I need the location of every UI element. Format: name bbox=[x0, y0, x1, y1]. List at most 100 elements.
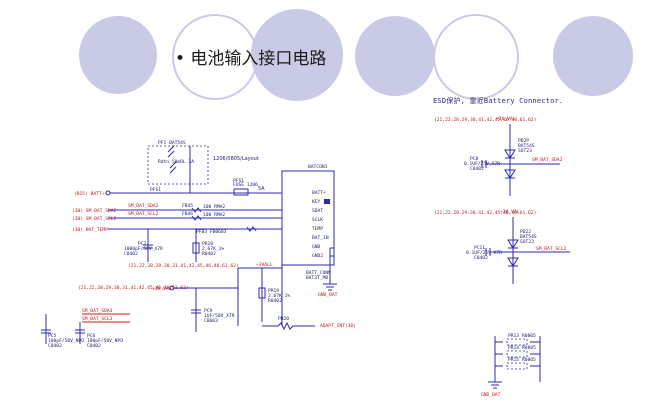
bat-temp-net: (30) BAT_TEMP bbox=[72, 227, 108, 233]
esd-top-net: SM_BAT_SDA2 bbox=[532, 157, 563, 163]
smb-scl-label: SM_BAT_SCL2 bbox=[128, 211, 159, 217]
c3-pkg: C0402 bbox=[48, 343, 62, 349]
layout-note: 1206/0805/Layout bbox=[213, 156, 259, 162]
d2-ref: PD22 bbox=[520, 229, 531, 235]
ferrite3: PFB3 FB0603 bbox=[196, 229, 227, 235]
r3-pkg: R0402 bbox=[202, 251, 216, 257]
battplus-net: (B15) BATT+ bbox=[74, 191, 105, 197]
pr19-symbol bbox=[258, 287, 266, 299]
rn1-ref: PR13 bbox=[508, 333, 519, 339]
fuse-note: FUSE 1206 bbox=[233, 182, 258, 188]
gnd-wire bbox=[329, 247, 334, 284]
mosfet-symbols bbox=[167, 145, 177, 174]
esd-mid-net: SM_BAT_SCL2 bbox=[536, 246, 567, 252]
smbat-sda3: SM_BAT_SDA3 bbox=[82, 308, 113, 314]
decorative-circle-2 bbox=[251, 9, 343, 101]
esd-top-diodes bbox=[504, 149, 516, 179]
d1-pkg: SOT23 bbox=[518, 148, 532, 154]
c2-ref: PC9 bbox=[204, 308, 213, 314]
pr20-symbol bbox=[262, 321, 315, 331]
esd-top-nets: (21,22,28,29,30,41,42,45,46,48,61,62) bbox=[434, 117, 536, 123]
esd-note: ESD保护, 靠近Battery Connector. bbox=[433, 97, 564, 105]
r2-label: 100 RMA2 bbox=[203, 212, 225, 218]
r5-ref: PR20 bbox=[278, 316, 289, 322]
pfs-top-label: PF1 BAT54S bbox=[158, 140, 186, 146]
pc7-symbol bbox=[143, 244, 153, 249]
d2-pkg: SOT23 bbox=[520, 239, 534, 245]
ferrite1: FB45 bbox=[182, 203, 193, 209]
c2-val: 1UF/50V_X7R bbox=[204, 313, 235, 319]
pc9-symbol bbox=[191, 309, 201, 314]
battery-connector bbox=[281, 170, 335, 266]
rn1-val: R0805 bbox=[522, 333, 536, 339]
decorative-circle-1 bbox=[79, 16, 157, 94]
ferrite2: FB46 bbox=[182, 211, 193, 217]
conn-pin-2: KEY bbox=[312, 199, 321, 205]
esd-mid-nets: (21,22,28,29,30,41,42,45,46,48,61,62) bbox=[434, 210, 536, 216]
pc11-symbol bbox=[485, 248, 491, 256]
r1-label: 100 RMA2 bbox=[203, 204, 225, 210]
esd-mid-diodes bbox=[507, 239, 519, 267]
conn-pin-5: TEMP bbox=[312, 226, 323, 232]
c2-pkg: C0603 bbox=[204, 318, 218, 324]
c3-ref: PC5 bbox=[48, 333, 57, 339]
c6-pkg: C0402 bbox=[474, 255, 488, 261]
c4-val: 100pF/50V_NPO bbox=[87, 338, 123, 344]
connector-footnote: BATT_CONN bbox=[306, 270, 331, 276]
r4-pkg: R0402 bbox=[268, 298, 282, 304]
connector-key-mark bbox=[324, 199, 330, 204]
conn-pin-8: GND2 bbox=[312, 253, 323, 259]
v3al-left-label: +3V_VAL bbox=[152, 286, 172, 292]
d2-val: BAT54S bbox=[520, 234, 537, 240]
rn3-ref: PR15 bbox=[508, 357, 519, 363]
ferrite1-symbol bbox=[191, 207, 202, 213]
mid-nets: (21,22,28,29,30,31,41,42,45,46,48,61,62) bbox=[128, 263, 239, 269]
c5-ref: PC8 bbox=[470, 156, 479, 162]
lower-nets: (21,22,28,29,30,31,41,42,45,46,48,61,62) bbox=[78, 285, 189, 291]
conn-pin-4: SCLK bbox=[312, 217, 323, 223]
c6-ref: PC11 bbox=[474, 245, 485, 251]
smb-sda-label: SM_BAT_SDA2 bbox=[128, 203, 159, 209]
gnd-symbol bbox=[323, 283, 337, 291]
pfs-dashed-box bbox=[147, 145, 209, 185]
c6-val: 0.1UF/25V_X7R bbox=[466, 250, 502, 256]
v3al-label: +3VALL bbox=[256, 262, 273, 268]
gnd-label: GND_BAT bbox=[318, 292, 338, 298]
rn3-val: R0805 bbox=[522, 357, 536, 363]
decorative-ring-1 bbox=[172, 14, 258, 100]
rn2-symbol bbox=[506, 350, 528, 358]
d1-val: BAT54S bbox=[518, 143, 535, 149]
connector-ref: BATCON1 bbox=[308, 164, 328, 170]
rn3-symbol bbox=[506, 362, 528, 370]
conn-pin-7: GND bbox=[312, 244, 321, 250]
c1-pkg: C0402 bbox=[124, 251, 138, 257]
decorative-circle-3 bbox=[355, 16, 435, 96]
pc8-symbol bbox=[481, 160, 487, 168]
r3-val: 2.67K_1% bbox=[202, 246, 224, 252]
conn-pin-6: BAT_IN bbox=[312, 235, 329, 241]
connector-footnote2: BAT3T_M0 bbox=[306, 275, 328, 281]
c5-val: 0.1UF/25V_X7R bbox=[464, 161, 500, 167]
ferrite2-symbol bbox=[191, 215, 202, 221]
gnd-right-symbol bbox=[488, 381, 502, 389]
rn-leads bbox=[495, 341, 540, 367]
rn2-val: R0805 bbox=[522, 345, 536, 351]
rn2-ref: PR14 bbox=[508, 345, 519, 351]
c3-val: 100pF/50V_NPO bbox=[48, 338, 84, 344]
adapt-in-net: ADAPT_INT(30) bbox=[320, 323, 356, 329]
fuse-symbol bbox=[233, 188, 249, 196]
battplus-port bbox=[105, 190, 111, 196]
r3-ref: PR18 bbox=[202, 241, 213, 247]
r4-ref: PR19 bbox=[268, 288, 279, 294]
pc5-pc6-symbols bbox=[41, 329, 85, 334]
d1-ref: PD2P bbox=[518, 138, 529, 144]
smbat-scl3: SM_BAT_SCL3 bbox=[82, 316, 113, 322]
c1-ref: PC7 bbox=[138, 241, 147, 247]
pr18-symbol bbox=[192, 242, 200, 254]
r4-val: 2.67K_1% bbox=[268, 293, 290, 299]
c4-pkg: C0402 bbox=[87, 343, 101, 349]
chgr-fuse-label: PFS1 bbox=[150, 187, 161, 193]
esd-mid-rail: +3V_VAL bbox=[500, 209, 520, 215]
c4-ref: PC6 bbox=[87, 333, 96, 339]
